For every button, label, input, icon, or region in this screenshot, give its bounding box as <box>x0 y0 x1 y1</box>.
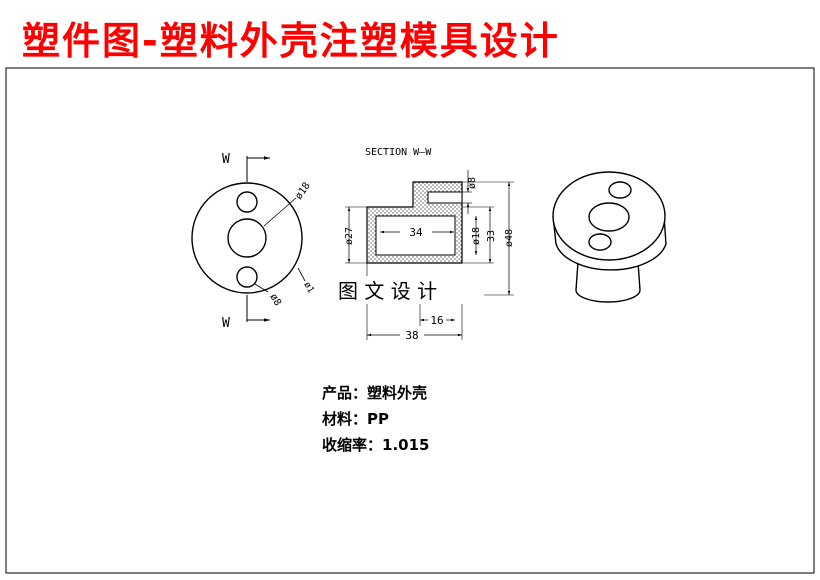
section-mark-bottom: W <box>222 316 230 331</box>
dim-sec-d27: ø27 <box>344 227 355 245</box>
dim-front-d18: ø18 <box>293 181 312 202</box>
isometric-view <box>552 171 667 303</box>
front-outer-circle <box>191 182 303 294</box>
page-title: 塑件图-塑料外壳注塑模具设计 <box>22 19 560 63</box>
dim-sec-d18: ø18 <box>471 227 482 245</box>
section-small-hole <box>427 191 463 204</box>
iso-bottom-hole <box>588 233 612 251</box>
front-top-hole <box>236 191 258 213</box>
product-label: 产品： <box>322 384 368 402</box>
dim-sec-d48: ø48 <box>504 229 515 247</box>
material-info: 材料：PP <box>322 408 389 429</box>
dim-sec-d8: ø8 <box>467 177 478 189</box>
dim-sec-16: 16 <box>430 314 443 327</box>
iso-center-hole <box>588 202 630 232</box>
dim-front-d1: ø1 <box>301 281 315 295</box>
watermark-bg <box>336 276 484 304</box>
section-view: SECTION W—W ø8 ø27 34 ø1 <box>344 147 515 342</box>
shrinkage-value: 1.015 <box>382 436 430 454</box>
iso-top-hole <box>608 181 632 199</box>
iso-top-face <box>552 171 666 261</box>
section-mark-top: W <box>222 152 230 167</box>
material-label: 材料： <box>322 410 368 428</box>
product-value: 塑料外壳 <box>367 384 428 402</box>
watermark-text: 图 文 设 计 <box>338 279 437 303</box>
dim-front-d8: ø8 <box>267 292 283 308</box>
dim-sec-38: 38 <box>405 329 418 342</box>
dim-sec-33: 33 <box>486 230 497 242</box>
dim-sec-34: 34 <box>409 226 423 239</box>
product-info: 产品：塑料外壳 <box>322 382 427 403</box>
front-bottom-hole <box>236 266 258 288</box>
sheet-border <box>5 67 815 574</box>
shrinkage-label: 收缩率： <box>322 436 383 454</box>
section-label: SECTION W—W <box>365 147 432 158</box>
section-cavity <box>375 215 456 256</box>
front-view: ø18 ø8 ø1 W W <box>191 152 315 331</box>
shrinkage-info: 收缩率：1.015 <box>322 434 429 455</box>
material-value: PP <box>367 410 390 428</box>
front-center-hole <box>227 218 267 258</box>
